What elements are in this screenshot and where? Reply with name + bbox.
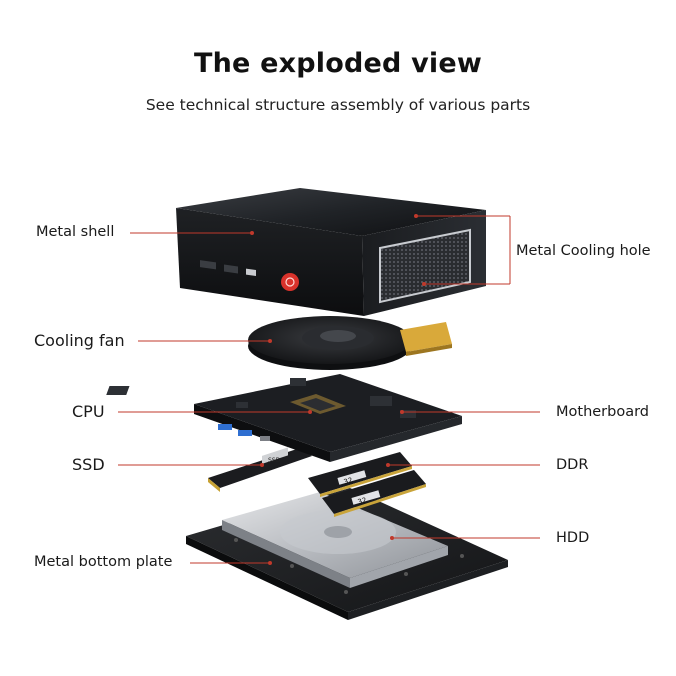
hdd-drive (222, 492, 448, 588)
page-subtitle: See technical structure assembly of vari… (145, 96, 531, 114)
label-ssd: SSD (72, 455, 105, 474)
label-metal-shell: Metal shell (36, 224, 115, 240)
label-metal-bottom-plate: Metal bottom plate (34, 554, 173, 570)
power-button-icon (281, 273, 299, 291)
label-metal-cooling-hole: Metal Cooling hole (516, 243, 651, 259)
label-cpu: CPU (72, 402, 105, 421)
label-cooling-fan: Cooling fan (34, 331, 125, 350)
leader-lines (118, 215, 540, 564)
metal-shell (176, 188, 486, 316)
label-ddr: DDR (556, 457, 589, 473)
label-hdd: HDD (556, 530, 590, 546)
label-motherboard: Motherboard (556, 404, 650, 420)
ram-label-1: 32 (343, 476, 354, 486)
ddr-ram-modules: 32 32 (308, 452, 426, 517)
leader-dots (250, 214, 426, 565)
ram-label-2: 32 (357, 496, 368, 506)
motherboard-board (106, 374, 462, 462)
cooling-fan (248, 316, 452, 370)
ssd-tag-text: SSD (268, 457, 281, 464)
ssd-module: SSD (208, 447, 312, 492)
page-title: The exploded view (193, 48, 483, 79)
